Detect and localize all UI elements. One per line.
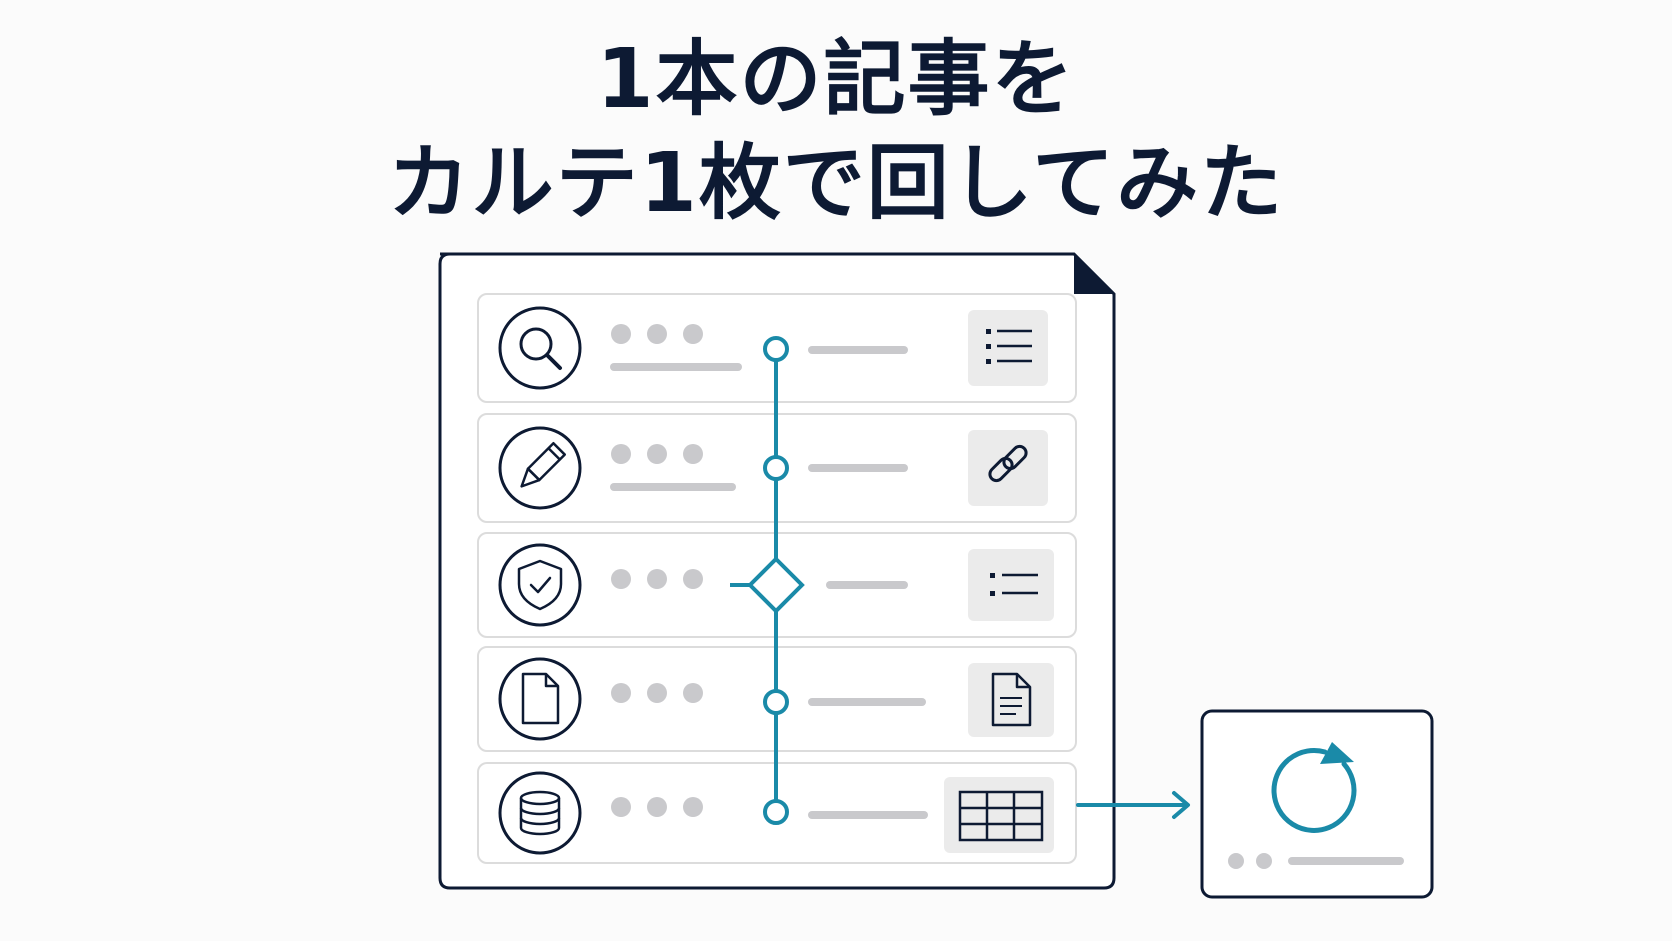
pencil-icon — [498, 426, 582, 510]
output-card — [1200, 709, 1434, 899]
search-icon — [498, 306, 582, 390]
table-icon — [944, 777, 1054, 853]
output-arrow — [1076, 791, 1190, 819]
list-icon — [968, 310, 1048, 386]
placeholder-dots — [611, 444, 703, 464]
placeholder-dots — [611, 797, 703, 817]
shield-check-icon — [498, 543, 582, 627]
timeline-node — [763, 799, 789, 825]
timeline — [730, 336, 805, 825]
timeline-node — [763, 455, 789, 481]
title-line-1: 1本の記事を — [596, 32, 1076, 127]
text-document-icon — [968, 663, 1054, 737]
database-icon — [498, 771, 582, 855]
link-icon — [968, 430, 1048, 506]
placeholder-dots — [1228, 853, 1272, 869]
placeholder-dots — [611, 569, 703, 589]
folded-corner — [1074, 254, 1114, 294]
checklist-icon — [968, 549, 1054, 621]
timeline-node — [763, 336, 789, 362]
document-icon — [498, 657, 582, 741]
timeline-decision-node — [747, 556, 805, 614]
title-line-2: カルテ1枚で回してみた — [387, 136, 1285, 231]
refresh-icon — [1271, 742, 1357, 833]
placeholder-dots — [611, 324, 703, 344]
placeholder-dots — [611, 683, 703, 703]
timeline-node — [763, 689, 789, 715]
